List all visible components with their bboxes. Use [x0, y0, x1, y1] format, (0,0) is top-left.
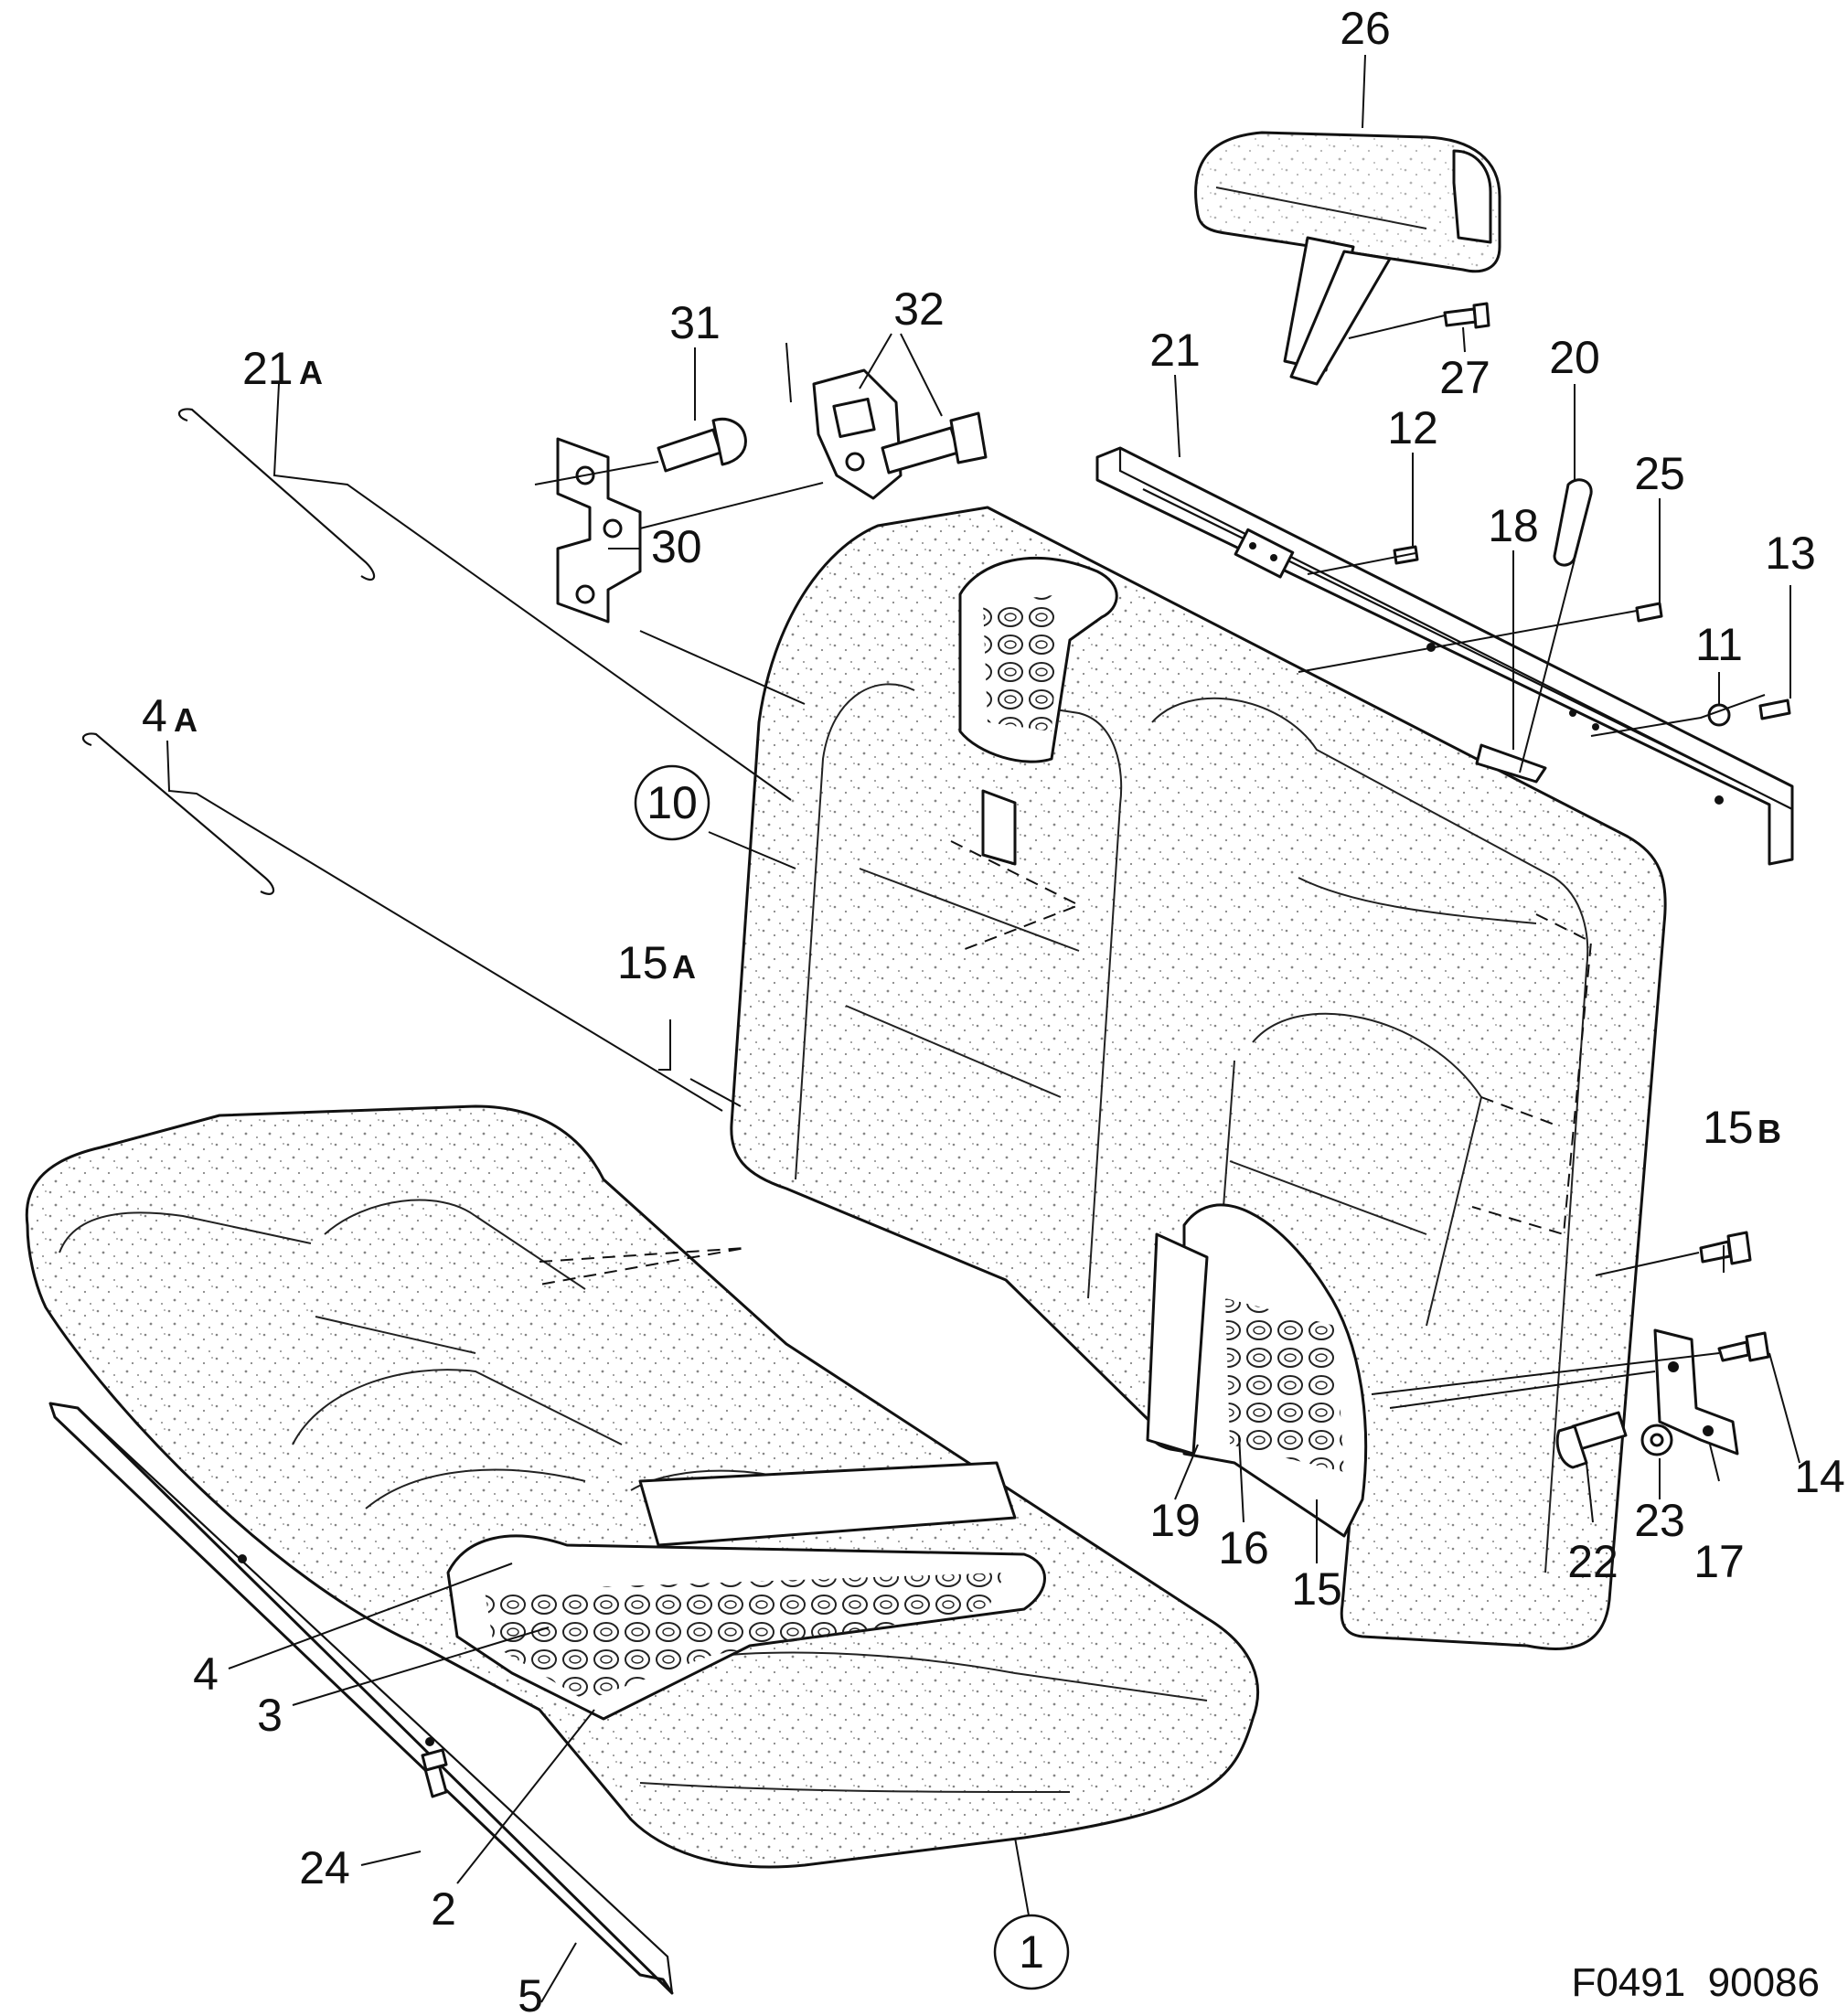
- svg-text:A: A: [174, 701, 198, 739]
- callout-21a: 21 A: [242, 343, 323, 394]
- seat-backrest: [730, 506, 1667, 1650]
- callout-15b: 15 B: [1703, 1102, 1781, 1153]
- callout-4a: 4 A: [142, 690, 198, 741]
- screw-25: [1635, 602, 1663, 623]
- callout-27: 27: [1439, 352, 1490, 403]
- svg-text:15: 15: [1703, 1102, 1754, 1153]
- callout-30: 30: [651, 521, 702, 572]
- callout-22: 22: [1567, 1536, 1618, 1587]
- bolt-31: [657, 417, 747, 473]
- callout-15: 15: [1291, 1563, 1342, 1615]
- figure-code: F0491 90086: [1571, 1960, 1820, 2005]
- callout-12: 12: [1387, 402, 1438, 453]
- bolt-22: [1555, 1411, 1628, 1469]
- callout-18: 18: [1488, 500, 1539, 551]
- callout-23: 23: [1634, 1495, 1685, 1546]
- callout-11: 11: [1695, 619, 1743, 670]
- washer-23: [1640, 1424, 1673, 1456]
- svg-text:4: 4: [142, 690, 167, 741]
- svg-text:21: 21: [242, 343, 294, 394]
- screw-27: [1443, 302, 1490, 329]
- svg-text:15: 15: [617, 937, 668, 988]
- svg-text:B: B: [1757, 1113, 1781, 1150]
- seat-cushion: [25, 1104, 1260, 1869]
- callout-25: 25: [1634, 448, 1685, 499]
- screw-15b: [1699, 1231, 1752, 1265]
- wire-21a: [177, 408, 376, 581]
- front-rail: [48, 1402, 674, 1995]
- leader-lines: [166, 54, 1800, 2003]
- svg-text:A: A: [672, 948, 696, 986]
- svg-text:1: 1: [1019, 1926, 1044, 1978]
- callout-26: 26: [1340, 3, 1391, 54]
- callout-31: 31: [669, 297, 721, 348]
- callout-2: 2: [431, 1883, 456, 1935]
- bracket-32: [812, 368, 988, 500]
- headrest: [1194, 131, 1501, 386]
- callout-10: 10: [634, 764, 710, 841]
- callout-32: 32: [893, 283, 945, 335]
- callout-15a: 15 A: [617, 937, 696, 988]
- callout-16: 16: [1218, 1522, 1269, 1573]
- callout-4: 4: [193, 1648, 219, 1700]
- screw-24: [421, 1748, 448, 1798]
- bracket-30: [556, 437, 642, 624]
- latch-20: [1553, 478, 1593, 567]
- screw-13: [1758, 699, 1791, 720]
- wire-4a: [81, 732, 275, 895]
- callout-20: 20: [1549, 332, 1600, 383]
- callout-13: 13: [1765, 528, 1816, 579]
- svg-text:A: A: [299, 354, 323, 391]
- callout-24: 24: [299, 1842, 350, 1893]
- callout-1: 1: [993, 1914, 1070, 1990]
- bracket-17: [1653, 1328, 1739, 1456]
- callout-19: 19: [1149, 1495, 1201, 1546]
- svg-text:10: 10: [646, 777, 698, 828]
- top-rail: [1095, 446, 1794, 866]
- callout-14: 14: [1794, 1451, 1845, 1502]
- callout-5: 5: [518, 1970, 543, 2016]
- callout-17: 17: [1693, 1536, 1745, 1587]
- callout-3: 3: [257, 1690, 283, 1741]
- callout-21: 21: [1149, 325, 1201, 376]
- screw-14: [1717, 1331, 1770, 1362]
